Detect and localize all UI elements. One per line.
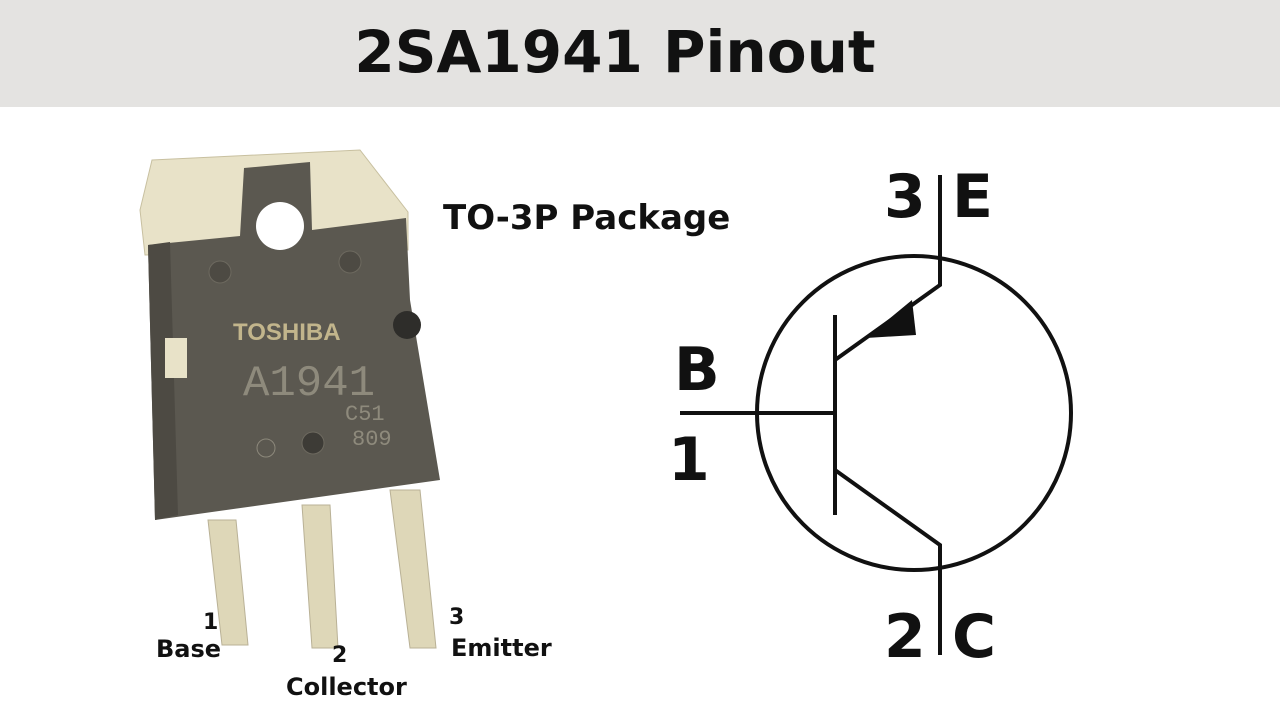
lead-collector: [301, 504, 339, 649]
pin3-name: Emitter: [451, 634, 552, 662]
emitter-number: 3: [884, 162, 926, 232]
package-label: TO-3P Package: [443, 198, 731, 238]
pin3-number: 3: [449, 605, 465, 630]
brand-marking: TOSHIBA: [233, 319, 341, 346]
base-letter: B: [674, 335, 720, 405]
title-banner: [0, 0, 1280, 107]
package-body: [148, 162, 440, 520]
pin1-number: 1: [203, 610, 219, 635]
emitter-letter: E: [952, 162, 993, 232]
base-number: 1: [668, 425, 710, 495]
pnp-symbol: [680, 175, 1073, 655]
collector-letter: C: [952, 602, 997, 672]
collector-number: 2: [884, 602, 926, 672]
transistor-photo: TOSHIBA A1941 C51 809: [139, 149, 440, 649]
page-title: 2SA1941 Pinout: [354, 18, 876, 86]
lead-emitter: [389, 489, 437, 649]
part-marking: A1941: [243, 359, 375, 409]
mounting-hole: [256, 202, 304, 250]
pin1-name: Base: [156, 635, 222, 663]
code-line1: C51: [345, 402, 385, 427]
code-line2: 809: [352, 427, 392, 452]
collector-lead: [833, 468, 942, 655]
pin2-number: 2: [332, 643, 348, 668]
lead-base: [207, 519, 249, 646]
pin2-name: Collector: [286, 673, 407, 701]
emitter-arrow-icon: [866, 300, 916, 338]
